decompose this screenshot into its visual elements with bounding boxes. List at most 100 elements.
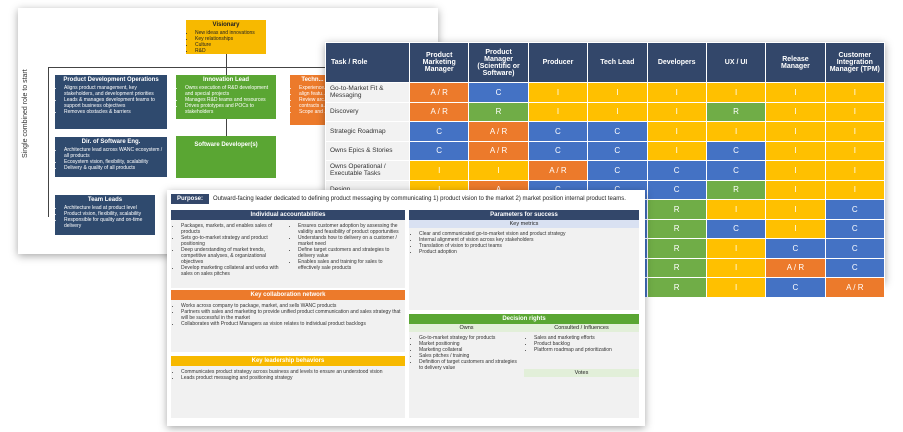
accountability-item: Enables sales and training for sales to … bbox=[298, 259, 401, 271]
raci-cell: I bbox=[824, 82, 886, 103]
collaboration-item: Collaborates with Product Managers as vi… bbox=[181, 321, 401, 327]
raci-cell: C bbox=[587, 140, 648, 161]
owns-list: Go-to-market strategy for products Marke… bbox=[409, 332, 524, 371]
behavior-item: Leads product messaging and positioning … bbox=[181, 375, 401, 381]
metric-item: Translation of vision to product teams bbox=[419, 243, 635, 249]
visionary-item: Key relationships bbox=[195, 36, 263, 42]
pdo-item: Aligns product management, key stakehold… bbox=[64, 85, 164, 97]
accountability-item: Develop marketing collateral and works w… bbox=[181, 265, 284, 277]
pdo-box: Product Development Operations Aligns pr… bbox=[55, 75, 167, 129]
raci-cell: C bbox=[824, 199, 886, 220]
owns-item: Sales pitches / training bbox=[419, 353, 520, 359]
raci-cell: I bbox=[527, 101, 589, 122]
tech-item: align featu... bbox=[299, 91, 332, 97]
raci-cell: I bbox=[705, 121, 767, 142]
accountabilities-columns: Packages, markets, and enables sales of … bbox=[171, 220, 405, 277]
owns-title: Owns bbox=[409, 324, 524, 332]
raci-cell: A / R bbox=[408, 101, 470, 122]
raci-cell: C bbox=[705, 218, 767, 239]
innovation-item: Owns execution of R&D development and sp… bbox=[185, 85, 273, 97]
pdo-item: Leads & manages development teams to sup… bbox=[64, 97, 164, 109]
visionary-item: R&D bbox=[195, 48, 263, 54]
connector bbox=[226, 53, 227, 67]
raci-cell: A / R bbox=[824, 277, 886, 298]
raci-cell: I bbox=[765, 121, 826, 142]
innovation-item: Manages R&D teams and resources bbox=[185, 97, 273, 103]
raci-row: DesignIACCCRII bbox=[325, 179, 886, 200]
votes-title: Votes bbox=[524, 369, 639, 377]
behaviors-title: Key leadership behaviors bbox=[171, 356, 405, 366]
raci-cell: C bbox=[824, 257, 886, 278]
owns-column: Owns Go-to-market strategy for products … bbox=[409, 324, 524, 377]
raci-task: Go-to-Market Fit & Messaging bbox=[325, 82, 410, 103]
role-header: Product Marketing Manager bbox=[408, 42, 470, 83]
raci-cell: I bbox=[824, 179, 886, 200]
tech-item: contracts a... bbox=[299, 103, 332, 109]
connector bbox=[226, 118, 227, 138]
tech-title: Techn... bbox=[301, 77, 324, 83]
consulted-column: Consulted / Influences Sales and marketi… bbox=[524, 324, 639, 377]
consulted-item: Product backlog bbox=[534, 341, 635, 347]
raci-cell: I bbox=[765, 199, 826, 220]
team-box: Team Leads Architecture lead at product … bbox=[55, 195, 155, 235]
raci-cell: I bbox=[408, 160, 470, 181]
raci-cell: I bbox=[824, 140, 886, 161]
connector bbox=[48, 67, 49, 217]
metric-item: Product adoption bbox=[419, 249, 635, 255]
owns-item: Definition of target customers and strat… bbox=[419, 359, 520, 371]
parameters-pane: Parameters for success Key metrics Clear… bbox=[409, 210, 639, 310]
accountabilities-right: Ensures customer adoption by assessing t… bbox=[288, 220, 405, 277]
dir-item: Architecture lead across WANC ecosystem … bbox=[64, 147, 164, 159]
innovation-item: Drives prototypes and POCs to stakeholde… bbox=[185, 103, 273, 115]
raci-cell: C bbox=[646, 160, 707, 181]
visionary-title: Visionary bbox=[212, 22, 240, 28]
raci-cell: I bbox=[705, 199, 767, 220]
role-header: Developers bbox=[646, 42, 707, 83]
raci-cell: C bbox=[765, 277, 826, 298]
raci-cell: I bbox=[646, 121, 707, 142]
raci-cell: I bbox=[765, 101, 826, 122]
role-header: Product Manager (Scientific or Software) bbox=[468, 42, 529, 83]
raci-cell: I bbox=[824, 101, 886, 122]
dir-list: Architecture lead across WANC ecosystem … bbox=[58, 147, 164, 171]
accountabilities-pane: Individual accountabilities Packages, ma… bbox=[171, 210, 405, 288]
raci-cell: R bbox=[646, 199, 707, 220]
metric-item: Internal alignment of vision across key … bbox=[419, 237, 635, 243]
accountabilities-title: Individual accountabilities bbox=[171, 210, 405, 220]
raci-cell: C bbox=[765, 238, 826, 259]
role-header: Tech Lead bbox=[587, 42, 648, 83]
raci-cell: A / R bbox=[765, 257, 826, 278]
collaboration-list: Works across company to package, market,… bbox=[171, 300, 405, 327]
pdo-title: Product Development Operations bbox=[63, 77, 159, 83]
decision-rights-pane: Decision rights Owns Go-to-market strate… bbox=[409, 314, 639, 418]
raci-cell: C bbox=[646, 179, 707, 200]
raci-cell: I bbox=[587, 101, 648, 122]
tech-item: Experience... bbox=[299, 85, 332, 91]
consulted-item: Sales and marketing efforts bbox=[534, 335, 635, 341]
pdo-list: Aligns product management, key stakehold… bbox=[58, 85, 164, 115]
innovation-box: Innovation Lead Owns execution of R&D de… bbox=[176, 75, 276, 119]
raci-cell: I bbox=[824, 121, 886, 142]
team-item: Responsible for quality and on-time deli… bbox=[64, 217, 152, 229]
raci-cell: I bbox=[765, 218, 826, 239]
raci-cell: I bbox=[765, 179, 826, 200]
connector bbox=[226, 67, 227, 75]
accountability-item: Deep understanding of market trends, com… bbox=[181, 247, 284, 265]
raci-table: Task / Role Product Marketing Manager Pr… bbox=[325, 42, 886, 298]
raci-cell: A / R bbox=[408, 82, 470, 103]
raci-cell: C bbox=[705, 140, 767, 161]
dir-item: Delivery & quality of all products bbox=[64, 165, 164, 171]
raci-task: Discovery bbox=[325, 101, 410, 122]
pdo-item: Removes obstacles & barriers bbox=[64, 109, 164, 115]
dir-item: Ecosystem vision, flexibility, scalabili… bbox=[64, 159, 164, 165]
decision-rights-title: Decision rights bbox=[409, 314, 639, 324]
raci-cell: C bbox=[824, 218, 886, 239]
raci-cell: C bbox=[705, 160, 767, 181]
raci-cell: I bbox=[705, 238, 767, 259]
behavior-item: Communicates product strategy across bus… bbox=[181, 369, 401, 375]
